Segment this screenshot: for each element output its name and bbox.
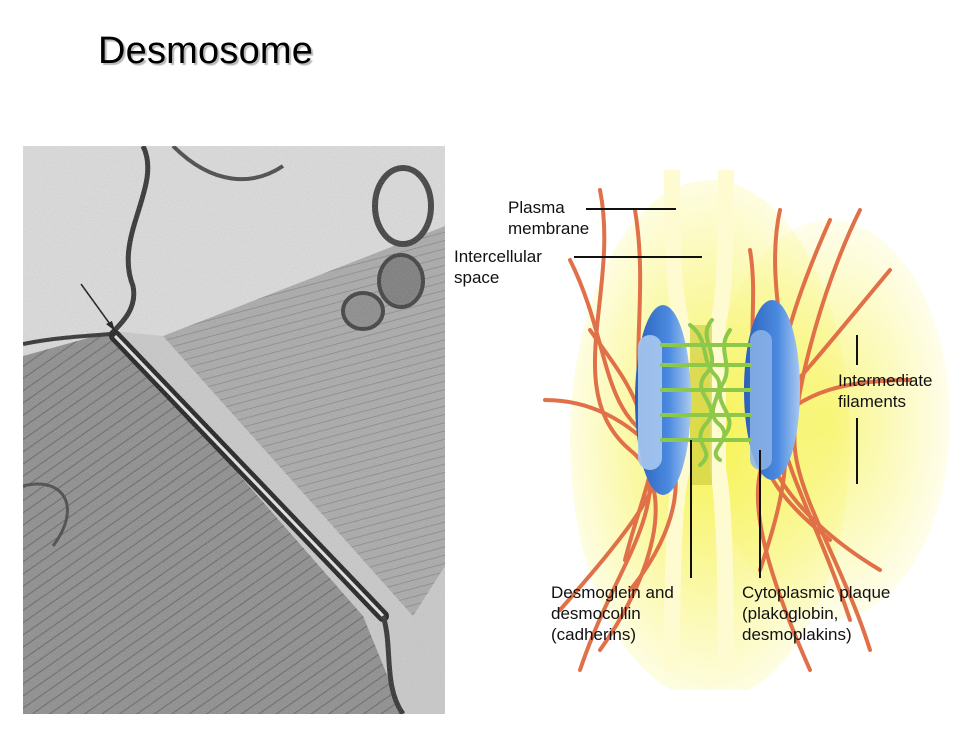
filaments-leader-bottom — [856, 418, 858, 484]
plasma-membrane-leader — [586, 208, 676, 210]
cadherins-leader — [690, 440, 692, 578]
plaque-leader — [759, 450, 761, 578]
plaque-label: Cytoplasmic plaque (plakoglobin, desmopl… — [742, 583, 891, 644]
intercellular-space-label: Intercellular space — [454, 247, 542, 287]
left-plasma-membrane — [664, 169, 690, 671]
desmosome-diagram: Plasma membrane Intercellular space Inte… — [450, 150, 975, 690]
right-plasma-membrane — [710, 169, 734, 671]
plasma-membrane-label: Plasma membrane — [508, 198, 590, 238]
intercellular-space-leader — [574, 256, 702, 258]
intermediate-filaments-label: Intermediate filaments — [838, 371, 933, 411]
filaments-leader-top — [856, 335, 858, 365]
cadherins — [660, 318, 752, 467]
page-title: Desmosome — [98, 30, 314, 72]
electron-micrograph — [23, 146, 445, 714]
cadherins-label: Desmoglein and desmocollin (cadherins) — [551, 583, 674, 644]
